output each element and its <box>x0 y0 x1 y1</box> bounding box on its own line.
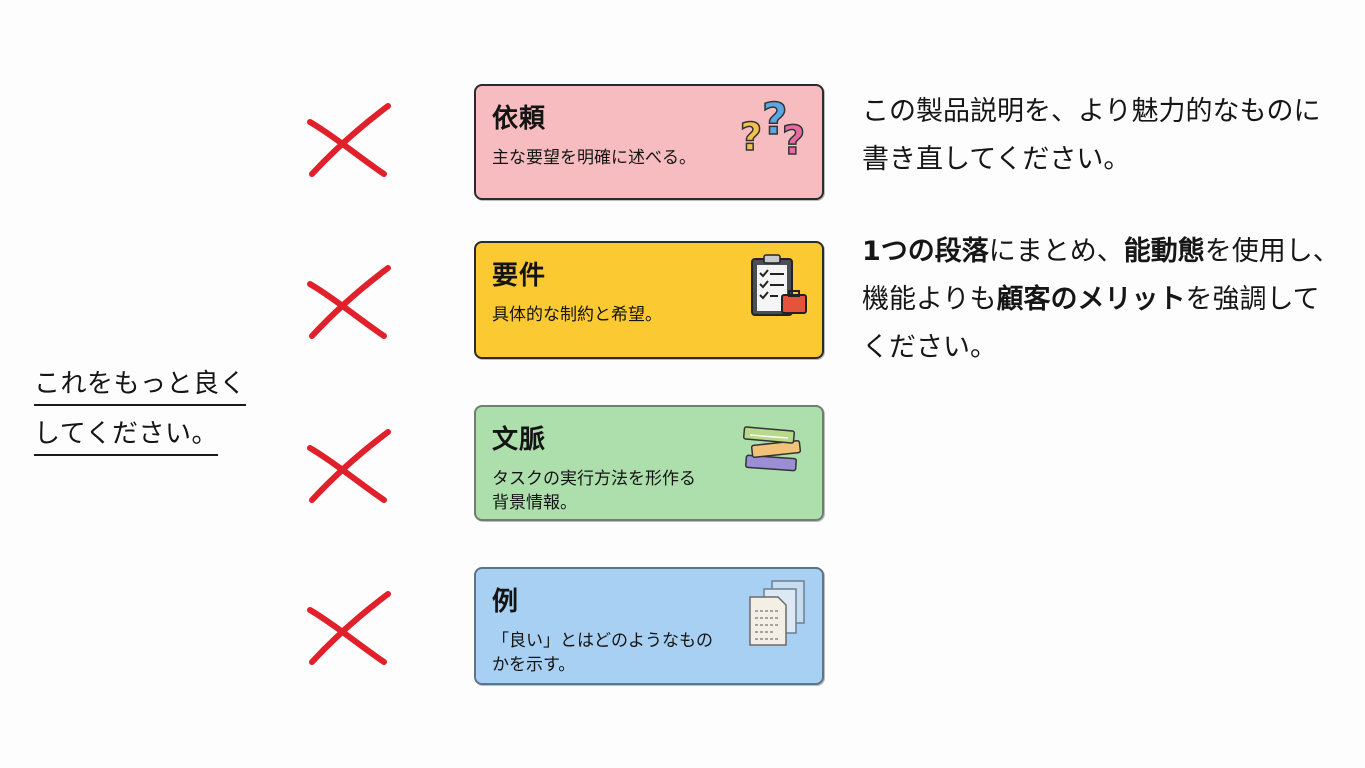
cross-icon <box>307 591 391 665</box>
card-examples: 例 「良い」とはどのようなもの かを示す。 <box>474 567 824 685</box>
body-text: を使用し、機能よりも <box>862 236 1340 315</box>
svg-text:?: ? <box>762 94 788 145</box>
card-description: タスクの実行方法を形作る 背景情報。 <box>492 469 696 513</box>
clipboard-checklist-icon <box>751 254 807 316</box>
card-description: 「良い」とはどのようなもの かを示す。 <box>492 631 713 675</box>
documents-icon <box>749 580 805 646</box>
vague-prompt-line-1: これをもっと良く <box>34 364 247 406</box>
improved-prompt-requirements: 1つの段落にまとめ、能動態を使用し、機能よりも顧客のメリットを強調してください。 <box>862 228 1342 372</box>
card-request: 依頼 主な要望を明確に述べる。 ? ? ? <box>474 84 824 200</box>
card-title: 例 <box>492 587 520 617</box>
emphasis-text: 顧客のメリット <box>996 284 1186 315</box>
card-description: 主な要望を明確に述べる。 <box>492 148 696 168</box>
card-context: 文脈 タスクの実行方法を形作る 背景情報。 <box>474 405 824 521</box>
emphasis-text: 能動態 <box>1123 236 1205 267</box>
body-text: にまとめ、 <box>988 236 1124 267</box>
question-marks-icon: ? ? ? <box>739 94 806 165</box>
cross-icon <box>307 265 391 339</box>
improved-prompt-request: この製品説明を、より魅力的なものに書き直してください。 <box>862 96 1321 175</box>
card-title: 要件 <box>492 261 547 291</box>
vague-prompt: これをもっと良く してください。 <box>34 364 247 464</box>
card-title: 依頼 <box>492 104 547 134</box>
card-description: 具体的な制約と希望。 <box>492 305 662 325</box>
vague-prompt-line-2: してください。 <box>34 414 218 456</box>
cross-icon <box>307 429 391 503</box>
svg-text:?: ? <box>740 115 762 159</box>
emphasis-text: 1つの段落 <box>862 236 989 267</box>
book-stack-icon <box>742 426 802 472</box>
body-text: を強調してください。 <box>862 284 1320 363</box>
card-requirements: 要件 具体的な制約と希望。 <box>474 241 824 359</box>
svg-text:?: ? <box>782 118 805 164</box>
card-title: 文脈 <box>492 425 547 455</box>
cross-icon <box>307 103 391 177</box>
